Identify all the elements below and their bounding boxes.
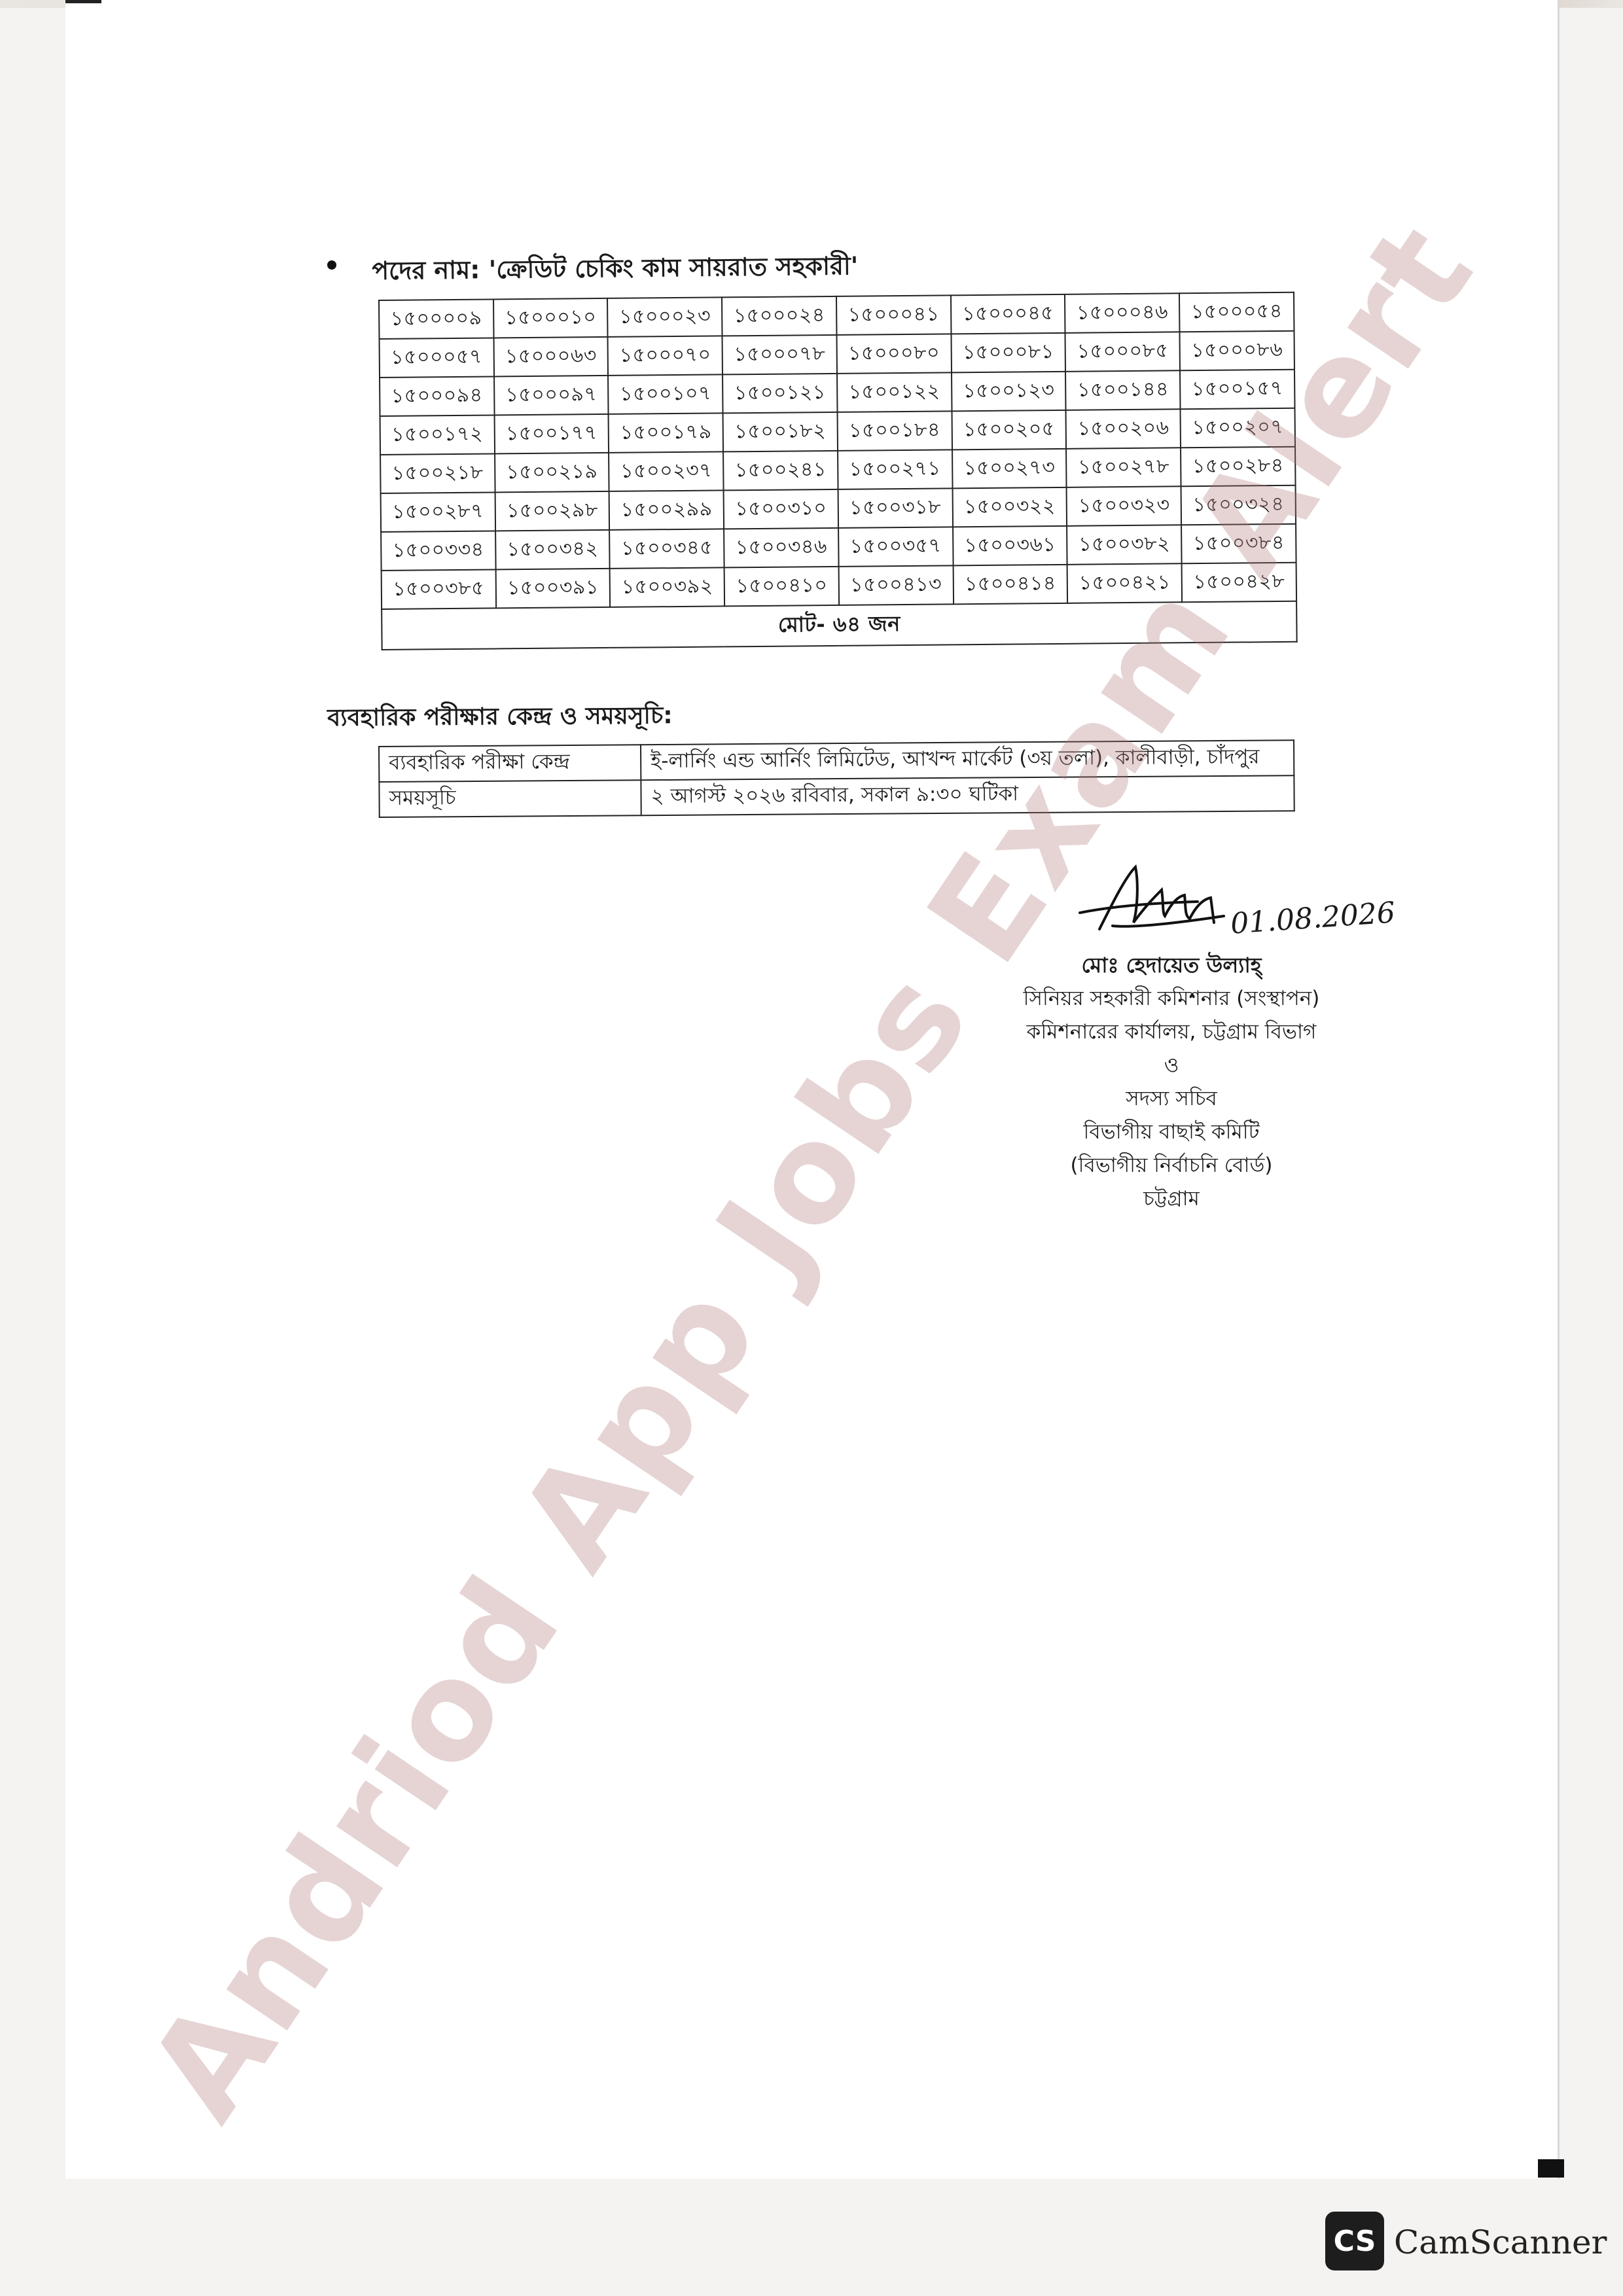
roll-number-cell: ১৫০০৩১০ [723, 489, 839, 529]
roll-number-cell: ১৫০০২৯৯ [609, 490, 724, 530]
roll-number-cell: ১৫০০৩৪৬ [724, 527, 839, 568]
roll-number-cell: ১৫০০০৮৬ [1179, 330, 1294, 371]
roll-number-cell: ১৫০০০৬৩ [493, 336, 609, 377]
roll-number-cell: ১৫০০২০৭ [1180, 408, 1296, 448]
roll-number-cell: ১৫০০৩৯১ [495, 568, 611, 609]
roll-number-cell: ১৫০০২৭৩ [952, 448, 1067, 489]
exam-center-label: ব্যবহারিক পরীক্ষা কেন্দ্র [379, 745, 641, 782]
roll-number-cell: ১৫০০১২৩ [951, 371, 1066, 412]
roll-number-cell: ১৫০০০০৯ [379, 299, 494, 339]
roll-number-cell: ১৫০০০৪৬ [1065, 293, 1180, 333]
signature-icon [1079, 864, 1225, 930]
roll-number-cell: ১৫০০০৪৫ [950, 294, 1065, 334]
roll-number-cell: ১৫০০০২৩ [607, 297, 722, 337]
roll-number-cell: ১৫০০১৭৯ [609, 413, 724, 453]
signer-city: চট্টগ্রাম [1143, 1187, 1200, 1210]
exam-section-title: ব্যবহারিক পরীক্ষার কেন্দ্র ও সময়সূচি: [327, 702, 673, 732]
roll-number-cell: ১৫০০০৫৭ [379, 338, 494, 378]
roll-number-cell: ১৫০০৩৯২ [610, 567, 725, 607]
roll-number-cell: ১৫০০২৩৭ [609, 451, 724, 491]
roll-number-cell: ১৫০০১০৭ [608, 374, 723, 414]
roll-number-cell: ১৫০০২৮৭ [380, 492, 495, 532]
roll-number-cell: ১৫০০২৪১ [723, 450, 838, 491]
roll-number-cell: ১৫০০৩৮৫ [381, 569, 496, 609]
table-row: ব্যবহারিক পরীক্ষা কেন্দ্র ই-লার্নিং এন্ড… [379, 740, 1294, 782]
signer-board: (বিভাগীয় নির্বাচনি বোর্ড) [1070, 1154, 1273, 1177]
roll-number-cell: ১৫০০২১৯ [494, 452, 610, 493]
roll-number-cell: ১৫০০৩২২ [952, 487, 1067, 527]
roll-number-cell: ১৫০০৩৫৭ [838, 527, 954, 567]
roll-number-cell: ১৫০০১৮৪ [837, 411, 952, 451]
roll-number-cell: ১৫০০৩৮৪ [1181, 523, 1296, 564]
roll-number-cell: ১৫০০৪১৪ [953, 564, 1068, 605]
camscanner-logo-icon: CS [1325, 2212, 1384, 2270]
roll-number-cell: ১৫০০২০৬ [1065, 409, 1181, 449]
roll-number-cell: ১৫০০৪২১ [1067, 563, 1183, 603]
roll-number-cell: ১৫০০৪১০ [724, 566, 840, 607]
exam-info-table: ব্যবহারিক পরীক্ষা কেন্দ্র ই-লার্নিং এন্ড… [378, 739, 1295, 818]
roll-number-cell: ১৫০০১৪৪ [1065, 370, 1181, 410]
roll-number-cell: ১৫০০০৫৪ [1179, 292, 1294, 332]
roll-number-cell: ১৫০০২৮৪ [1181, 446, 1296, 487]
roll-number-cell: ১৫০০১২১ [722, 373, 838, 414]
roll-number-cell: ১৫০০০৭৮ [722, 334, 837, 375]
document-page [65, 0, 1560, 2179]
roll-number-cell: ১৫০০৩২৪ [1181, 485, 1296, 525]
roll-number-cell: ১৫০০৩৩৪ [381, 531, 496, 571]
roll-number-cell: ১৫০০০৯৪ [380, 376, 495, 416]
roll-number-cell: ১৫০০১২২ [836, 372, 952, 412]
roll-number-cell: ১৫০০৩৬১ [952, 525, 1068, 566]
roll-number-cell: ১৫০০০৮৫ [1065, 332, 1181, 372]
roll-number-cell: ১৫০০২৯৮ [495, 491, 610, 531]
post-heading: পদের নাম: 'ক্রেডিট চেকিং কাম সায়রাত সহক… [372, 251, 859, 285]
signer-designation: সিনিয়র সহকারী কমিশনার (সংস্থাপন) [1023, 987, 1320, 1010]
signer-conjunction: ও [1164, 1053, 1179, 1077]
roll-number-cell: ১৫০০৩৪২ [495, 529, 611, 570]
table-row: মোট- ৬৪ জন [382, 601, 1297, 650]
roll-number-cell: ১৫০০৪১৩ [838, 565, 954, 605]
signer-name: মোঃ হেদায়েত উল্যাহ্ [1081, 953, 1262, 978]
roll-number-cell: ১৫০০০৯৭ [493, 375, 609, 415]
schedule-value: ২ আগস্ট ২০২৬ রবিবার, সকাল ৯:৩০ ঘটিকা [641, 775, 1294, 816]
roll-number-cell: ১৫০০১৮২ [722, 412, 838, 452]
roll-number-cell: ১৫০০২৭৮ [1066, 448, 1181, 487]
roll-number-cell: ১৫০০২১৮ [380, 453, 495, 493]
signer-block: মোঃ হেদায়েত উল্যাহ্ সিনিয়র সহকারী কমিশ… [949, 949, 1394, 1216]
bullet-icon [327, 260, 336, 270]
roll-number-cell: ১৫০০২৭১ [838, 450, 953, 489]
schedule-label: সময়সূচি [379, 780, 641, 817]
signer-office: কমিশনারের কার্যালয়, চট্টগ্রাম বিভাগ [1026, 1020, 1317, 1044]
roll-number-cell: ১৫০০০৭০ [607, 336, 723, 376]
exam-center-value: ই-লার্নিং এন্ড আর্নিং লিমিটেড, আখন্দ মার… [640, 740, 1294, 781]
roll-number-cell: ১৫০০০২৪ [722, 296, 837, 336]
roll-number-cell: ১৫০০১৫৭ [1180, 369, 1295, 410]
table-row: সময়সূচি ২ আগস্ট ২০২৬ রবিবার, সকাল ৯:৩০ … [379, 775, 1294, 817]
roll-number-cell: ১৫০০৩৮২ [1067, 525, 1182, 565]
corner-mark [65, 0, 101, 3]
roll-number-cell: ১৫০০০১০ [493, 298, 608, 338]
camscanner-label: CamScanner [1394, 2223, 1607, 2261]
roll-number-cell: ১৫০০১৭২ [380, 415, 495, 455]
signer-committee: বিভাগীয় বাছাই কমিটি [1083, 1120, 1260, 1144]
roll-number-cell: ১৫০০১৭৭ [494, 414, 609, 454]
roll-number-cell: ১৫০০৩২৩ [1066, 486, 1182, 526]
roll-number-cell: ১৫০০০৮১ [951, 332, 1066, 373]
page-corner-shadow [1538, 2159, 1564, 2178]
total-count: মোট- ৬৪ জন [382, 601, 1297, 650]
roll-number-cell: ১৫০০৩১৮ [838, 488, 953, 528]
roll-number-cell: ১৫০০৪২৮ [1181, 562, 1297, 603]
roll-number-cell: ১৫০০০৪১ [836, 295, 952, 335]
roll-number-cell: ১৫০০৩৪৫ [609, 529, 724, 569]
signer-role: সদস্য সচিব [1126, 1087, 1217, 1110]
roll-number-cell: ১৫০০২০৫ [952, 410, 1067, 450]
roll-number-cell: ১৫০০০৮০ [836, 334, 952, 374]
